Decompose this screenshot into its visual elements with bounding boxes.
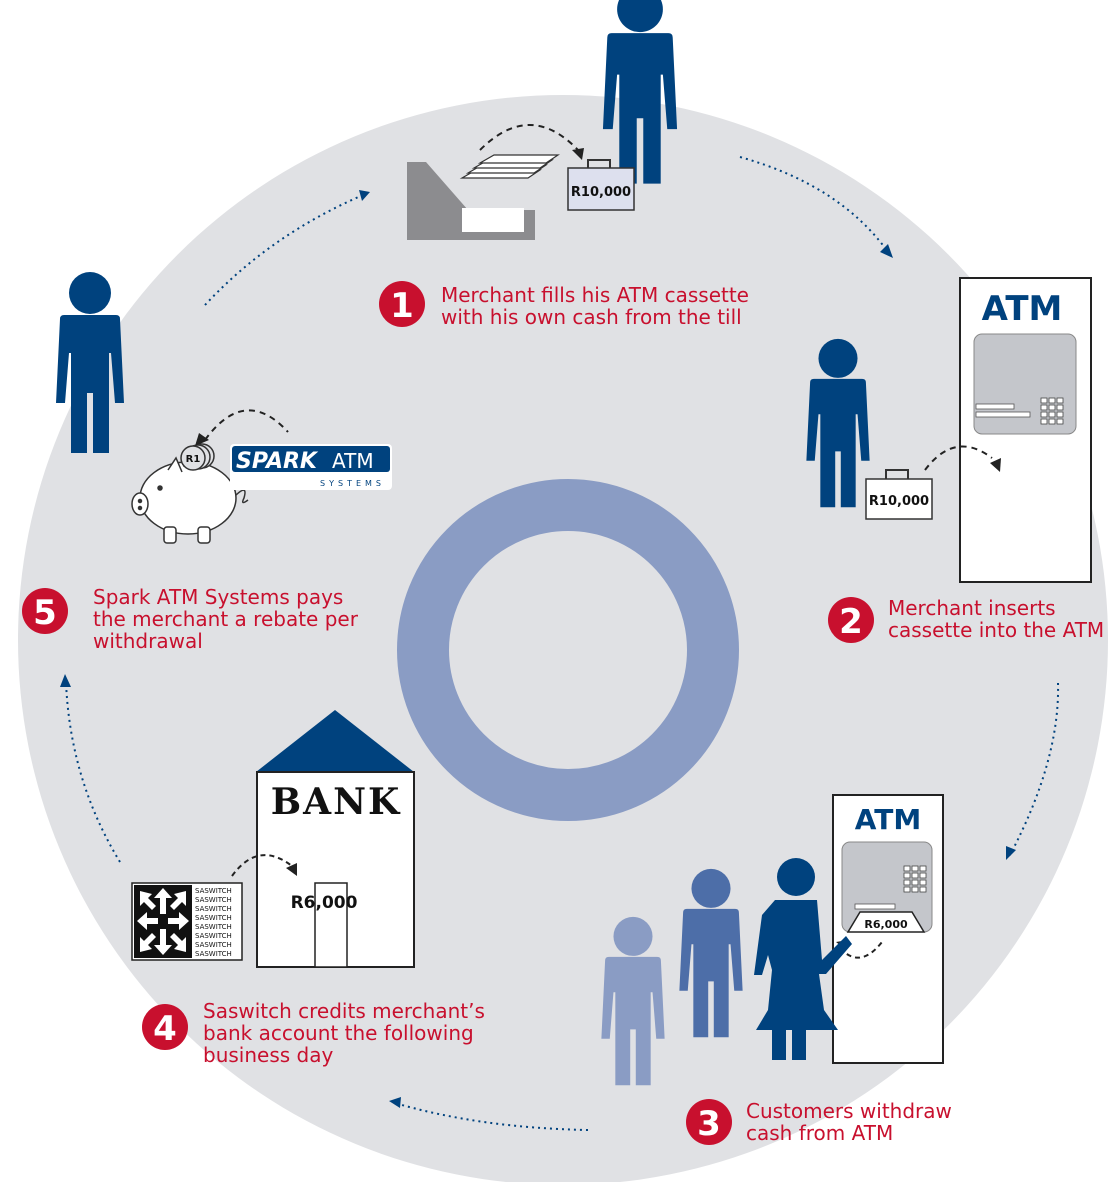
spark-logo-light: ATM <box>332 449 374 473</box>
cycle-arrows <box>65 156 1060 1131</box>
atm-sign: ATM <box>982 289 1063 329</box>
bank-sign: BANK <box>271 781 402 823</box>
transfer-arrow-2 <box>924 445 993 471</box>
cash-till-icon <box>407 162 535 240</box>
step-badge-2: 2 <box>828 597 874 643</box>
svg-text:SASWITCH: SASWITCH <box>195 923 232 931</box>
bank-icon <box>256 710 415 968</box>
transfer-arrow-1 <box>479 124 579 151</box>
atm-icon-2 <box>832 794 944 1064</box>
arrow-1-to-2 <box>739 156 889 253</box>
svg-text:SASWITCH: SASWITCH <box>195 896 232 904</box>
step-3-caption: Customers withdraw cash from ATM <box>746 1099 952 1145</box>
svg-text:SASWITCH: SASWITCH <box>195 941 232 949</box>
svg-text:4: 4 <box>153 1009 177 1049</box>
step-badge-1: 1 <box>379 281 425 327</box>
withdraw-amount: R6,000 <box>864 918 908 931</box>
atm-sign-2: ATM <box>855 803 921 836</box>
svg-text:SASWITCH: SASWITCH <box>195 932 232 940</box>
arrow-3-to-4 <box>394 1102 589 1131</box>
bank-amount: R6,000 <box>291 893 358 913</box>
customer-woman-icon <box>754 858 852 1060</box>
step-badge-3: 3 <box>686 1099 732 1145</box>
svg-text:5: 5 <box>33 593 57 633</box>
step-1-caption: Merchant fills his ATM cassette with his… <box>441 283 749 329</box>
cassette-icon <box>567 159 635 211</box>
center-ring <box>397 479 739 821</box>
cassette-amount: R10,000 <box>571 185 631 200</box>
step-badge-4: 4 <box>142 1004 188 1050</box>
arrow-2-to-3 <box>1009 682 1060 856</box>
piggy-bank-icon <box>131 443 249 544</box>
step-badge-5: 5 <box>22 588 68 634</box>
svg-text:3: 3 <box>697 1104 721 1144</box>
spark-atm-logo: SPARK ATM SYSTEMS <box>230 444 392 490</box>
atm-icon <box>959 277 1092 583</box>
cassette-amount-2: R10,000 <box>869 494 929 509</box>
banknotes-icon <box>459 154 560 179</box>
saswitch-logo: SASWITCH SASWITCH SASWITCH SASWITCH SASW… <box>131 882 243 961</box>
coin-label: R1 <box>186 454 201 465</box>
svg-text:2: 2 <box>839 602 863 642</box>
svg-text:SASWITCH: SASWITCH <box>195 905 232 913</box>
cassette-icon-2 <box>865 469 933 520</box>
spark-logo-bold: SPARK <box>236 449 319 474</box>
svg-text:SASWITCH: SASWITCH <box>195 914 232 922</box>
svg-text:SASWITCH: SASWITCH <box>195 950 232 958</box>
cycle-arrowheads <box>60 190 1016 1108</box>
saswitch-text-lines: SASWITCH SASWITCH SASWITCH SASWITCH SASW… <box>195 887 232 958</box>
step-2-caption: Merchant inserts cassette into the ATM <box>888 596 1105 642</box>
svg-text:1: 1 <box>390 286 414 326</box>
spark-logo-sub: SYSTEMS <box>320 479 385 488</box>
step-5-caption: Spark ATM Systems pays the merchant a re… <box>93 585 358 653</box>
transfer-arrow-5 <box>204 409 289 441</box>
svg-text:SASWITCH: SASWITCH <box>195 887 232 895</box>
step-4-caption: Saswitch credits merchant’s bank account… <box>203 999 485 1067</box>
